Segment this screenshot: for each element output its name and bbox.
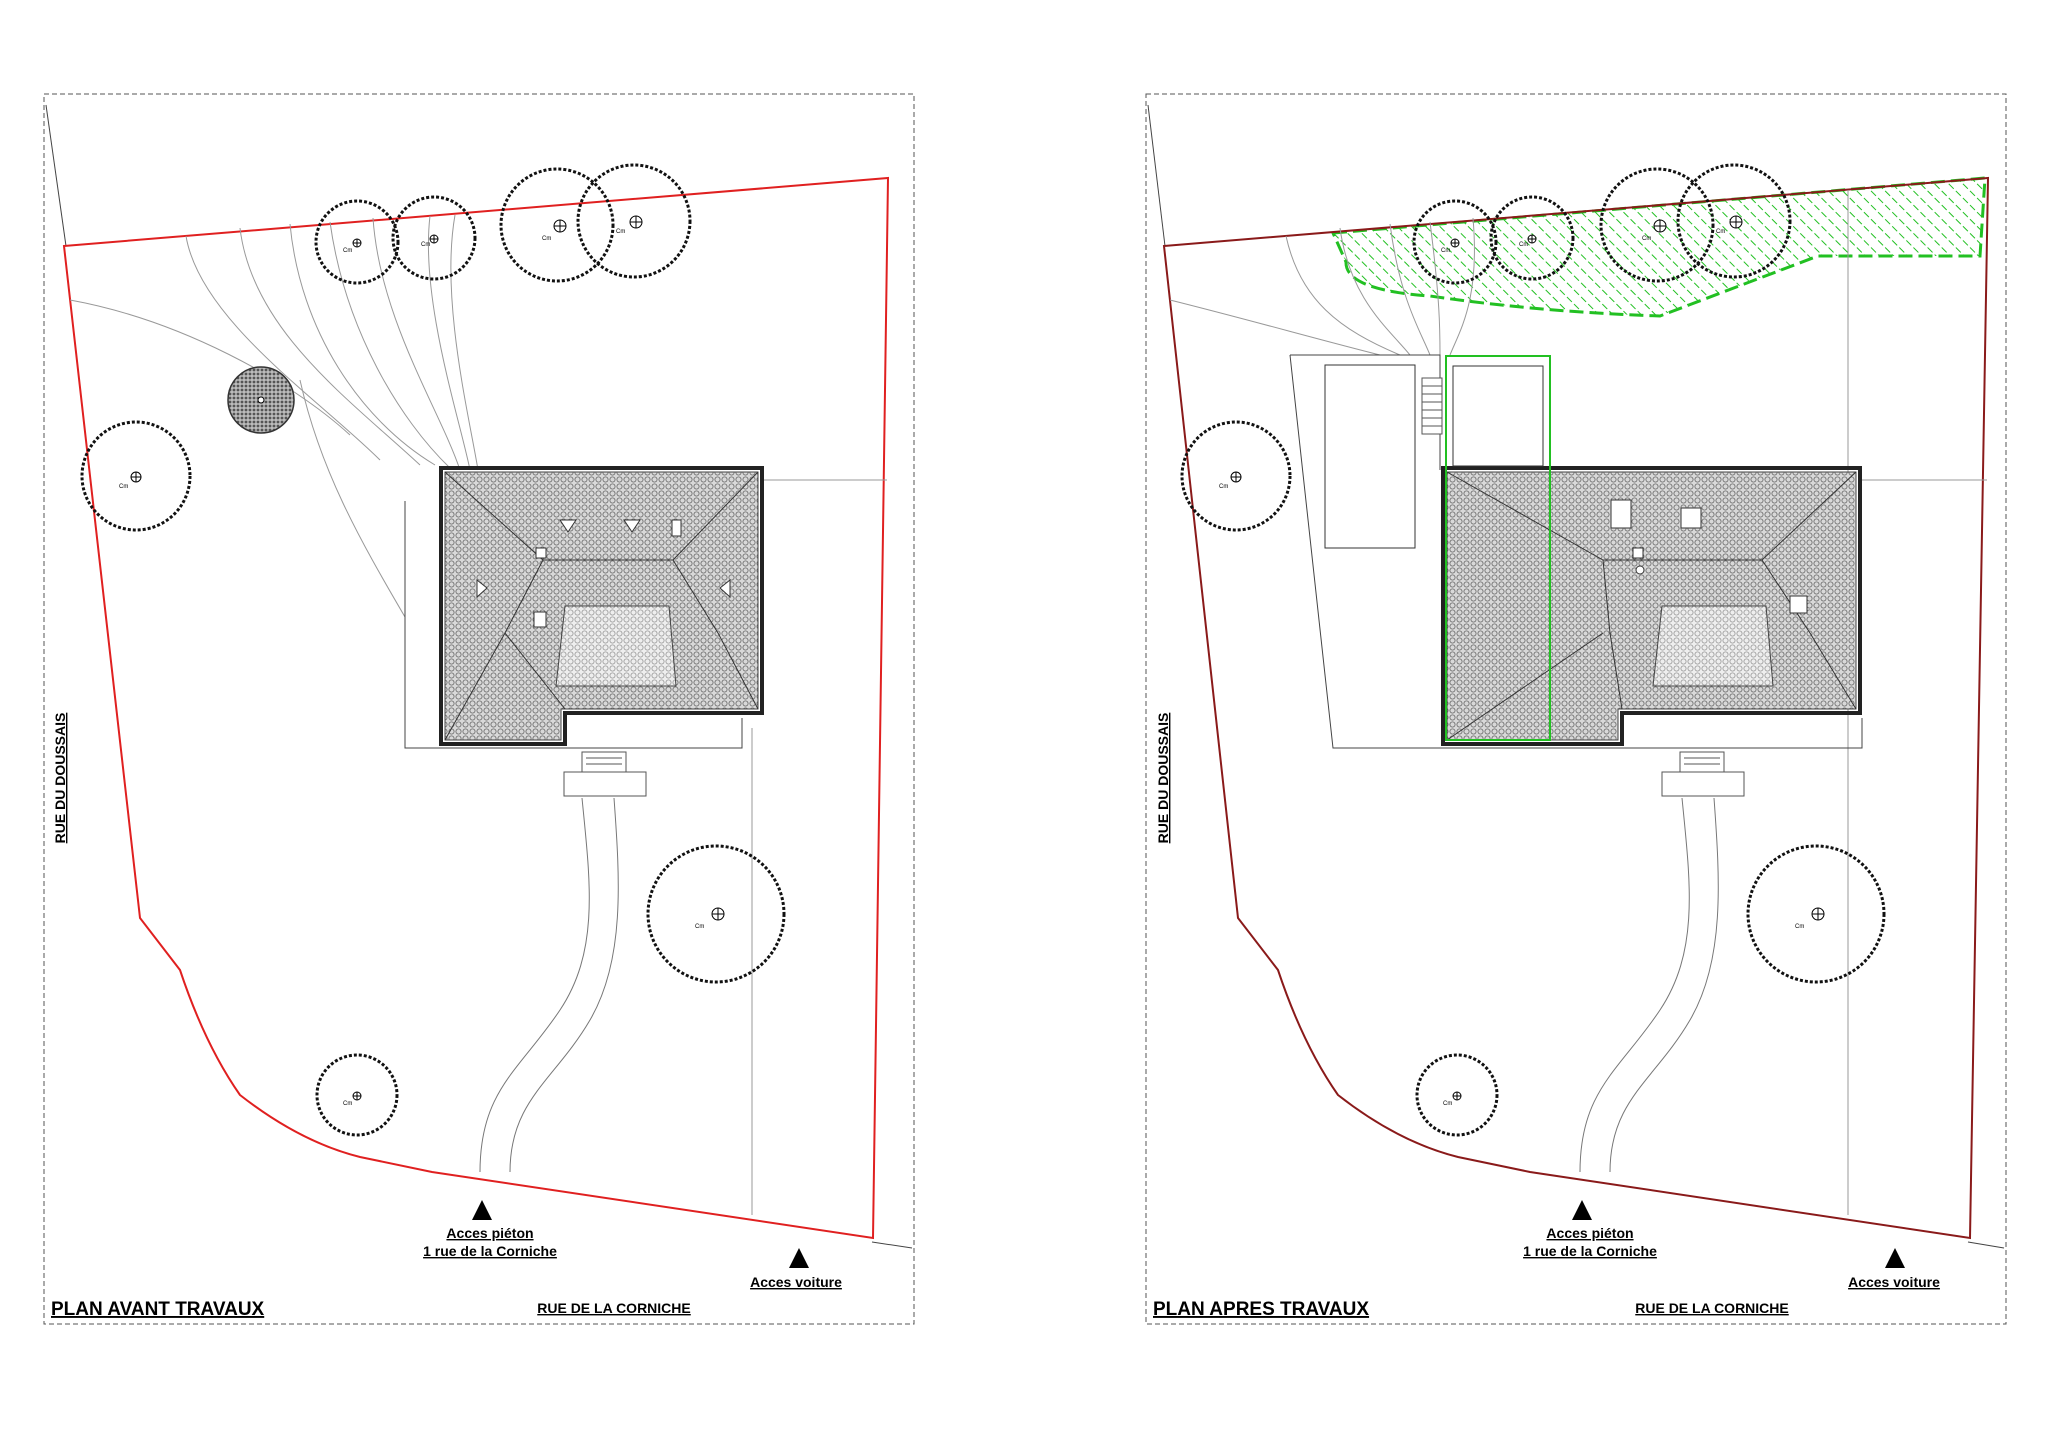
tree xyxy=(391,195,477,281)
tree xyxy=(1180,420,1292,532)
pedestrian-access-arrow xyxy=(472,1200,492,1220)
contour-lines xyxy=(69,214,479,618)
driveway xyxy=(1579,797,1719,1173)
road-edge-left xyxy=(45,104,67,247)
car-access-arrow xyxy=(789,1248,809,1268)
pedestrian-access-label: Acces piéton xyxy=(1546,1225,1633,1241)
road-edge-left xyxy=(1147,104,1166,247)
tree-label: Cm xyxy=(616,229,625,235)
plan-after: Cm Cm Cm Cm Cm Cm Cm Acces piéton 1 rue … xyxy=(1145,93,2007,1325)
pool xyxy=(1324,364,1416,549)
tree-label: Cm xyxy=(542,236,551,242)
street-left-label: RUE DU DOUSSAIS xyxy=(1155,713,1171,844)
tree xyxy=(1599,167,1715,283)
driveway xyxy=(479,797,619,1173)
car-access-label: Acces voiture xyxy=(750,1274,842,1290)
pedestrian-access-label: Acces piéton xyxy=(446,1225,533,1241)
tree-label: Cm xyxy=(119,484,128,490)
stairs xyxy=(1421,377,1443,435)
tree-label: Cm xyxy=(1219,484,1228,490)
street-bottom-label: RUE DE LA CORNICHE xyxy=(537,1300,691,1316)
tree-labels-after: Cm Cm Cm Cm Cm Cm Cm xyxy=(1219,229,1804,1107)
plan-title: PLAN APRES TRAVAUX xyxy=(1153,1299,1369,1320)
tree-label: Cm xyxy=(343,248,352,254)
tree-label: Cm xyxy=(1795,924,1804,930)
extension-zone xyxy=(1330,176,1987,318)
tree-label: Cm xyxy=(1443,1101,1452,1107)
plan-before: Cm Cm Cm Cm Cm Cm Cm Acces piéton 1 rue … xyxy=(43,93,915,1325)
street-bottom-label: RUE DE LA CORNICHE xyxy=(1635,1300,1789,1316)
entrance-steps xyxy=(1661,751,1745,797)
tree-label: Cm xyxy=(421,242,430,248)
car-access-label: Acces voiture xyxy=(1848,1274,1940,1290)
tree-marker-crosses-after xyxy=(1231,216,1824,1100)
tree xyxy=(499,167,615,283)
tree-label: Cm xyxy=(1642,236,1651,242)
trees-after xyxy=(1180,163,1886,1137)
tree-label: Cm xyxy=(695,924,704,930)
car-access-arrow xyxy=(1885,1248,1905,1268)
tree-label: Cm xyxy=(1519,242,1528,248)
tree xyxy=(314,199,400,285)
tree-label: Cm xyxy=(343,1101,352,1107)
tree xyxy=(1746,844,1886,984)
extension-outline xyxy=(1445,355,1551,741)
tree xyxy=(315,1053,399,1137)
tree xyxy=(1415,1053,1499,1137)
tree-label: Cm xyxy=(1716,229,1725,235)
street-left-label: RUE DU DOUSSAIS xyxy=(52,713,68,844)
tree xyxy=(646,844,786,984)
tree xyxy=(1489,195,1575,281)
tree-marker-crosses-before xyxy=(131,216,724,1100)
house-roof-after xyxy=(1441,466,1862,746)
tree xyxy=(576,163,692,279)
tree xyxy=(1676,163,1792,279)
property-boundary xyxy=(62,176,890,1240)
tree xyxy=(1412,199,1498,285)
pedestrian-access-address: 1 rue de la Corniche xyxy=(423,1243,557,1259)
trees-before xyxy=(80,163,786,1137)
road-edge-bottom xyxy=(1967,1241,2005,1249)
plan-title: PLAN AVANT TRAVAUX xyxy=(51,1299,265,1320)
pedestrian-access-address: 1 rue de la Corniche xyxy=(1523,1243,1657,1259)
pedestrian-access-arrow xyxy=(1572,1200,1592,1220)
new-room xyxy=(1452,365,1544,467)
terrace-outline xyxy=(404,501,743,749)
sheet-frame-after xyxy=(1145,93,2007,1325)
entrance-steps xyxy=(563,751,647,797)
tree-label: Cm xyxy=(1441,248,1450,254)
sheet-frame-before xyxy=(43,93,915,1325)
contour-lines xyxy=(1169,217,1475,356)
tree-labels-before: Cm Cm Cm Cm Cm Cm Cm xyxy=(119,229,704,1107)
tree xyxy=(80,420,192,532)
house-roof-before xyxy=(439,466,764,746)
road-edge-bottom xyxy=(871,1241,913,1249)
property-boundary xyxy=(1162,176,1990,1240)
